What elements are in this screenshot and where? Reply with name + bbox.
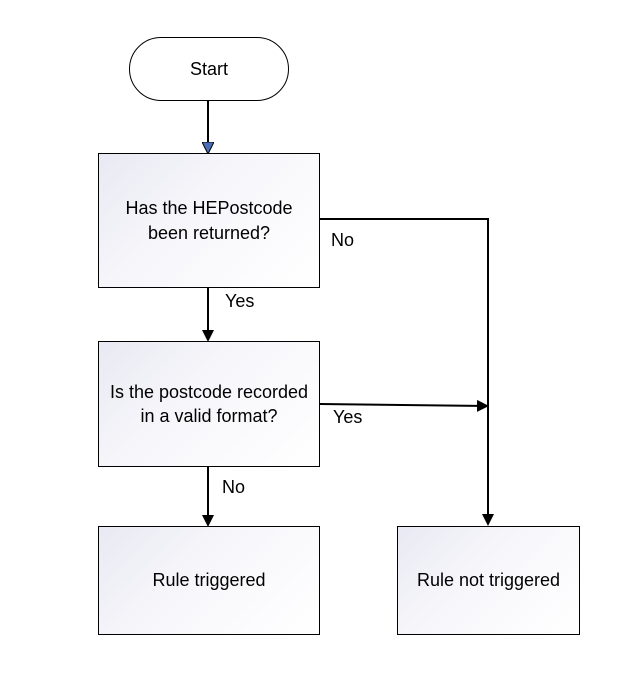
start-node: Start (129, 37, 289, 101)
edge-label-valid-yes: Yes (333, 407, 363, 427)
decision-postcode-valid-label: Is the postcode recorded in a valid form… (109, 381, 309, 426)
edge-label-returned-yes: Yes (225, 291, 255, 311)
rule-not-triggered-label: Rule not triggered (416, 570, 561, 591)
start-node-label: Start (189, 58, 228, 79)
decision-hepostcode-returned: Has the HEPostcode been returned? (98, 153, 320, 288)
rule-triggered-label: Rule triggered (152, 570, 266, 591)
edge-label-returned-no: No (331, 230, 355, 250)
edge-label-valid-no: No (222, 477, 246, 497)
rule-triggered-node: Rule triggered (98, 526, 320, 635)
rule-not-triggered-node: Rule not triggered (397, 526, 580, 635)
edge-valid-yes-to-junction (319, 399, 489, 412)
decision-postcode-valid: Is the postcode recorded in a valid form… (98, 341, 320, 467)
decision-hepostcode-returned-label: Has the HEPostcode been returned? (125, 198, 293, 243)
edge-returned-no-to-not-triggered (320, 218, 494, 526)
